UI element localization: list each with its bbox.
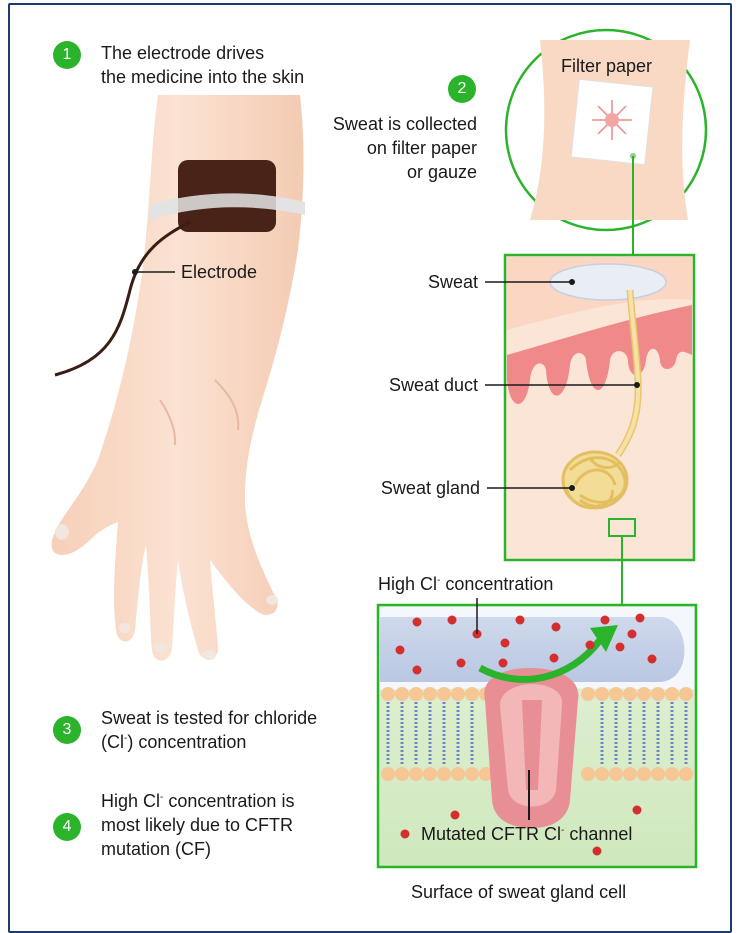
high-cl-label: High Cl- concentration bbox=[378, 572, 553, 596]
step-1-text: The electrode drives the medicine into t… bbox=[101, 41, 304, 89]
step-1-line-1: The electrode drives bbox=[101, 41, 304, 65]
step-2-badge: 2 bbox=[448, 75, 476, 103]
step-3: 3 Sweat is tested for chloride (Cl-) con… bbox=[53, 706, 317, 754]
sweat-duct-label: Sweat duct bbox=[389, 373, 478, 397]
step-2-line-2: on filter paper bbox=[333, 136, 477, 160]
cell-surface-caption: Surface of sweat gland cell bbox=[411, 880, 626, 904]
step-2-line-3: or gauze bbox=[333, 160, 477, 184]
step-3-text: Sweat is tested for chloride (Cl-) conce… bbox=[101, 706, 317, 754]
sweat-gland-label: Sweat gland bbox=[381, 476, 480, 500]
step-4-badge: 4 bbox=[53, 813, 81, 841]
step-4-line-2: most likely due to CFTR bbox=[101, 813, 294, 837]
skin-section-panel bbox=[505, 255, 694, 560]
step-4-text: High Cl- concentration is most likely du… bbox=[101, 789, 294, 861]
step-4-line-1: High Cl- concentration is bbox=[101, 789, 294, 813]
electrode-label: Electrode bbox=[181, 260, 257, 284]
step-3-badge: 3 bbox=[53, 716, 81, 744]
step-3-line-2: (Cl-) concentration bbox=[101, 730, 317, 754]
step-2-text: Sweat is collected on filter paper or ga… bbox=[333, 112, 477, 184]
step-1: 1 The electrode drives the medicine into… bbox=[53, 41, 304, 89]
step-4: 4 High Cl- concentration is most likely … bbox=[53, 789, 294, 861]
step-1-line-2: the medicine into the skin bbox=[101, 65, 304, 89]
filter-paper-label: Filter paper bbox=[561, 54, 652, 78]
step-4-line-3: mutation (CF) bbox=[101, 837, 294, 861]
sweat-label: Sweat bbox=[428, 270, 478, 294]
step-2-line-1: Sweat is collected bbox=[333, 112, 477, 136]
step-1-badge: 1 bbox=[53, 41, 81, 69]
step-3-line-1: Sweat is tested for chloride bbox=[101, 706, 317, 730]
mutated-cftr-label: Mutated CFTR Cl- channel bbox=[421, 822, 632, 846]
